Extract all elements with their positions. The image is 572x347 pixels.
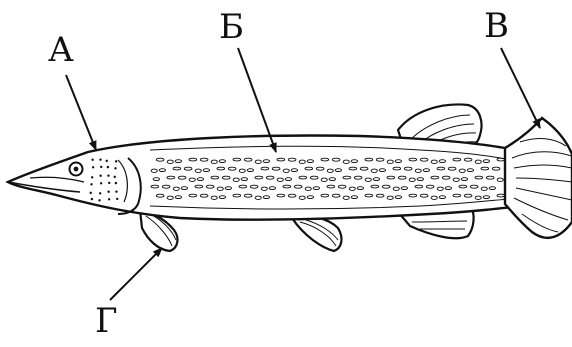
pointer-c-arrow bbox=[501, 48, 540, 128]
label-a: А bbox=[48, 33, 74, 67]
label-b: Б bbox=[219, 10, 244, 44]
pointer-a-arrow bbox=[66, 75, 96, 150]
label-d: Г bbox=[95, 304, 118, 338]
label-c: В bbox=[484, 9, 509, 43]
pelvic-fin bbox=[292, 216, 341, 251]
caudal-fin bbox=[505, 118, 572, 238]
pointer-d-arrow bbox=[110, 248, 162, 300]
